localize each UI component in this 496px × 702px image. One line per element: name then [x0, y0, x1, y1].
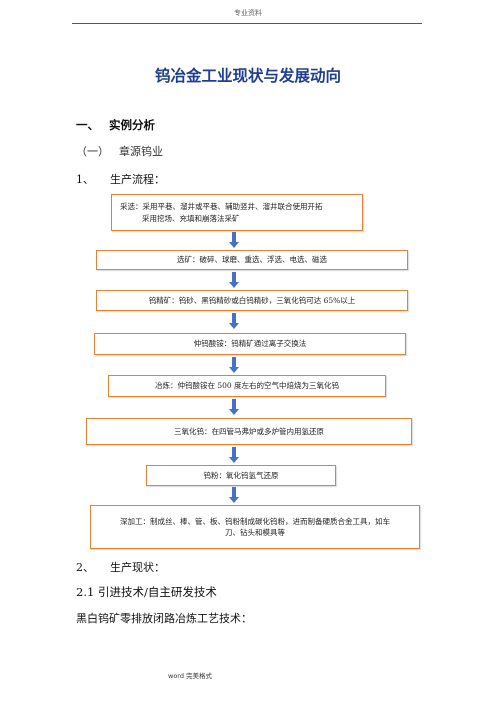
item-label: 生产流程：: [110, 173, 165, 186]
flow-box-text: 冶炼：仲钨酸铵在 500 度左右的空气中焙烧为三氧化钨: [154, 381, 340, 391]
body-paragraph: 黑白钨矿零排放闭路冶炼工艺技术：: [76, 612, 252, 625]
flow-box-text: 深加工：制成丝、棒、管、板、钨粉制成碳化钨粉，进而制备硬质合金工具，如车: [120, 516, 390, 526]
item-heading-2: 2、 生产现状：: [76, 559, 165, 575]
document-title: 钨冶金工业现状与发展动向: [154, 67, 341, 85]
flow-box-text: 采用挖场、充填和崩落法采矿: [142, 213, 240, 223]
down-arrow-icon: [229, 313, 239, 329]
section-title: 实例分析: [109, 118, 155, 132]
section-number: 一、: [76, 118, 99, 132]
flow-box-text: 钨粉：氧化钨氢气还原: [203, 470, 279, 480]
down-arrow-icon: [229, 272, 239, 288]
flow-box-mining: 采选：采用平巷、溜井或平巷、辅助竖井、溜井联合使用开拓 采用挖场、充填和崩落法采…: [111, 194, 363, 231]
subsection-heading: （一） 章源钨业: [76, 143, 163, 159]
section-heading-1: 一、实例分析: [76, 117, 155, 133]
flow-box-deep-processing: 深加工：制成丝、棒、管、板、钨粉制成碳化钨粉，进而制备硬质合金工具，如车 刀、钻…: [90, 505, 420, 549]
flow-box-tungsten-trioxide: 三氧化钨：在四管马弗炉或多炉管内用氢还原: [86, 418, 412, 445]
section-heading-2-1: 2.1 引进技术/自主研发技术: [76, 585, 217, 599]
down-arrow-icon: [229, 447, 239, 463]
header-label: 专业资料: [234, 9, 262, 17]
down-arrow-icon: [229, 357, 239, 373]
item-heading-1: 1、 生产流程：: [76, 171, 165, 187]
header-rule: [72, 23, 422, 24]
item-label: 生产现状：: [110, 561, 165, 574]
subsection-title: 章源钨业: [119, 145, 163, 158]
flow-box-text: 采选：采用平巷、溜井或平巷、辅助竖井、溜井联合使用开拓: [120, 202, 323, 212]
item-number: 2、: [76, 561, 94, 574]
down-arrow-icon: [229, 232, 239, 248]
footer-label: word 完美格式: [168, 672, 213, 680]
flow-box-text: 选矿：破碎、球磨、重选、浮选、电选、磁选: [177, 255, 327, 265]
flow-box-text: 刀、钻头和模具等: [225, 528, 285, 537]
flow-box-text: 仲钨酸铵：钨精矿通过离子交换法: [193, 339, 307, 349]
subsection-number: （一）: [76, 145, 109, 158]
down-arrow-icon: [229, 399, 239, 415]
flow-box-concentrate: 钨精矿：钨砂、黑钨精砂或白钨精砂，三氧化钨可达 65%以上: [96, 290, 408, 311]
item-number: 1、: [76, 173, 94, 186]
flow-box-tungsten-powder: 钨粉：氧化钨氢气还原: [146, 465, 336, 486]
flow-box-smelting: 冶炼：仲钨酸铵在 500 度左右的空气中焙烧为三氧化钨: [108, 375, 386, 397]
flow-box-text: 三氧化钨：在四管马弗炉或多炉管内用氢还原: [174, 426, 324, 436]
flow-box-beneficiation: 选矿：破碎、球磨、重选、浮选、电选、磁选: [96, 250, 408, 270]
down-arrow-icon: [229, 487, 239, 503]
flow-box-apt: 仲钨酸铵：钨精矿通过离子交换法: [94, 333, 406, 355]
flow-box-text: 钨精矿：钨砂、黑钨精砂或白钨精砂，三氧化钨可达 65%以上: [148, 295, 356, 305]
